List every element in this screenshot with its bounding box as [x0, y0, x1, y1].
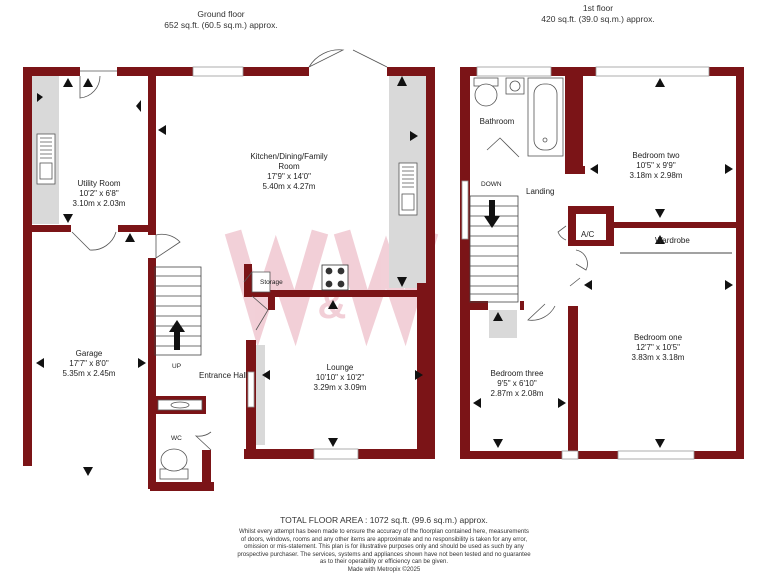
lounge-imperial: 10'10" x 10'2" — [316, 373, 364, 382]
first-floor-windows — [461, 66, 710, 460]
bedroom-three-imperial: 9'5" x 6'10" — [497, 379, 537, 388]
bathroom-name: Bathroom — [480, 117, 515, 126]
first-stairs-label: DOWN — [481, 181, 502, 188]
kitchen-name-line1: Kitchen/Dining/Family — [250, 152, 327, 161]
toilet-icon — [473, 77, 499, 107]
bedroom-two-imperial: 10'5" x 9'9" — [636, 161, 676, 170]
bedroom-one-imperial: 12'7" x 10'5" — [636, 343, 680, 352]
bedroom-one-metric: 3.83m x 3.18m — [632, 353, 685, 362]
kitchen-imperial: 17'9" x 14'0" — [267, 172, 311, 181]
wc-label: WC — [171, 435, 182, 442]
disclaimer-line: as to their operability or efficiency ca… — [319, 558, 449, 566]
ground-stairs-label: UP — [172, 363, 181, 370]
disclaimer: Whilst every attempt has been made to en… — [214, 528, 554, 566]
ac-label: A/C — [581, 230, 595, 239]
basin-icon — [157, 399, 203, 411]
stairs-arrow-icon — [484, 200, 500, 228]
garage-imperial: 17'7" x 8'0" — [69, 359, 109, 368]
sink-icon — [36, 133, 56, 185]
stairs-arrow-icon — [169, 320, 185, 350]
utility-room-name: Utility Room — [77, 179, 120, 188]
landing-name: Landing — [526, 187, 554, 196]
utility-room-imperial: 10'2" x 6'8" — [79, 189, 119, 198]
kitchen-metric: 5.40m x 4.27m — [263, 182, 316, 191]
first-floor-area: 420 sq.ft. (39.0 sq.m.) approx. — [541, 14, 654, 24]
dimension-arrow-icon — [473, 78, 733, 448]
ground-floor-windows — [192, 66, 359, 460]
lounge-metric: 3.29m x 3.09m — [314, 383, 367, 392]
door-swings — [71, 49, 588, 451]
bedroom-three-metric: 2.87m x 2.08m — [491, 389, 544, 398]
bedroom-three-name: Bedroom three — [491, 369, 544, 378]
basin-icon — [505, 77, 525, 95]
wardrobe-label: Wardrobe — [655, 236, 690, 245]
ground-floor-title: Ground floor — [197, 9, 244, 19]
total-floor-area: TOTAL FLOOR AREA : 1072 sq.ft. (99.6 sq.… — [280, 515, 488, 525]
first-floor-title: 1st floor — [583, 3, 613, 13]
made-with-credit: Made with Metropix ©2025 — [347, 566, 421, 573]
lounge-name: Lounge — [327, 363, 354, 372]
bath-icon — [527, 77, 564, 157]
garage-metric: 5.35m x 2.45m — [63, 369, 116, 378]
fixture-zones — [31, 76, 517, 445]
ground-floor-area: 652 sq.ft. (60.5 sq.m.) approx. — [164, 20, 277, 30]
bedroom-one-name: Bedroom one — [634, 333, 683, 342]
disclaimer-line: omission or mis-statement. This plan is … — [244, 543, 524, 551]
disclaimer-line: of doors, windows, rooms and any other i… — [240, 535, 528, 543]
entrance-hall-name: Entrance Hall — [199, 371, 247, 380]
dimension-arrow-icon — [36, 76, 423, 476]
kitchen-name-line2: Room — [278, 162, 300, 171]
toilet-icon — [159, 448, 189, 480]
disclaimer-line: Whilst every attempt has been made to en… — [239, 528, 529, 535]
garage-name: Garage — [76, 349, 103, 358]
sink-icon — [398, 162, 418, 216]
storage-fixture — [243, 271, 271, 293]
utility-room-metric: 3.10m x 2.03m — [73, 199, 126, 208]
storage-label: Storage — [260, 279, 283, 286]
disclaimer-line: prospective purchaser. The services, sys… — [237, 550, 531, 558]
bedroom-two-metric: 3.18m x 2.98m — [630, 171, 683, 180]
bedroom-two-name: Bedroom two — [632, 151, 680, 160]
hob-icon — [321, 264, 349, 291]
